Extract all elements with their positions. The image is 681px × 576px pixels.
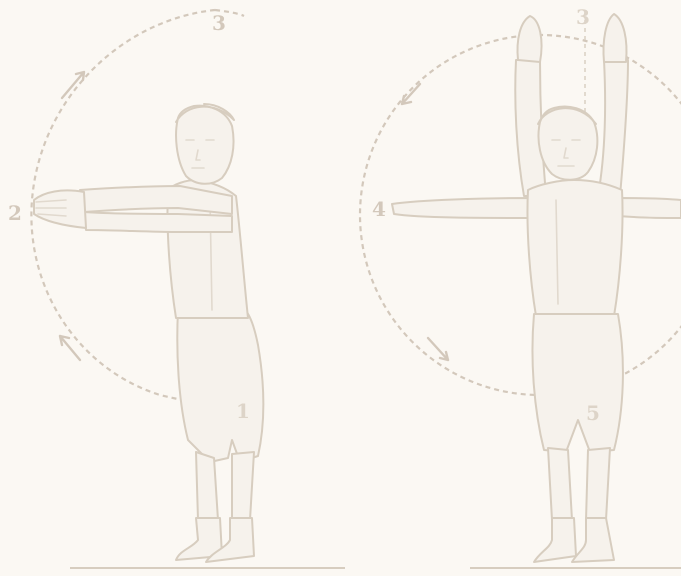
left-hands xyxy=(34,190,86,228)
right-arrow-bottom-icon xyxy=(428,338,448,360)
left-exercise-figure: 2 3 1 xyxy=(8,10,345,568)
right-hand-left xyxy=(518,16,542,62)
right-raised-arm-right xyxy=(598,60,628,196)
left-head xyxy=(176,106,233,184)
right-torso xyxy=(527,180,622,316)
right-shoe-right xyxy=(572,518,614,562)
left-lower-leg-back xyxy=(196,452,218,520)
left-label-three: 3 xyxy=(212,11,226,35)
right-hand-right xyxy=(603,14,626,62)
right-arrow-top-icon xyxy=(402,84,420,104)
left-label-two: 2 xyxy=(8,201,22,225)
left-lower-leg-front xyxy=(232,452,254,520)
right-label-three: 3 xyxy=(576,5,590,29)
right-horizontal-arm-right xyxy=(620,198,681,218)
right-exercise-figure: 4 3 5 xyxy=(360,5,681,568)
right-label-four: 4 xyxy=(372,197,386,221)
right-head xyxy=(539,107,598,180)
right-horizontal-arm-left xyxy=(392,198,540,218)
left-trousers xyxy=(177,310,263,462)
right-shoe-left xyxy=(534,518,576,562)
right-lower-leg-right xyxy=(586,448,610,520)
left-arrow-up-icon xyxy=(62,72,84,98)
right-lower-leg-left xyxy=(548,448,572,520)
right-trousers xyxy=(532,314,622,452)
left-arm-lower xyxy=(84,212,232,232)
right-label-five: 5 xyxy=(586,401,600,425)
left-label-one: 1 xyxy=(236,399,250,423)
